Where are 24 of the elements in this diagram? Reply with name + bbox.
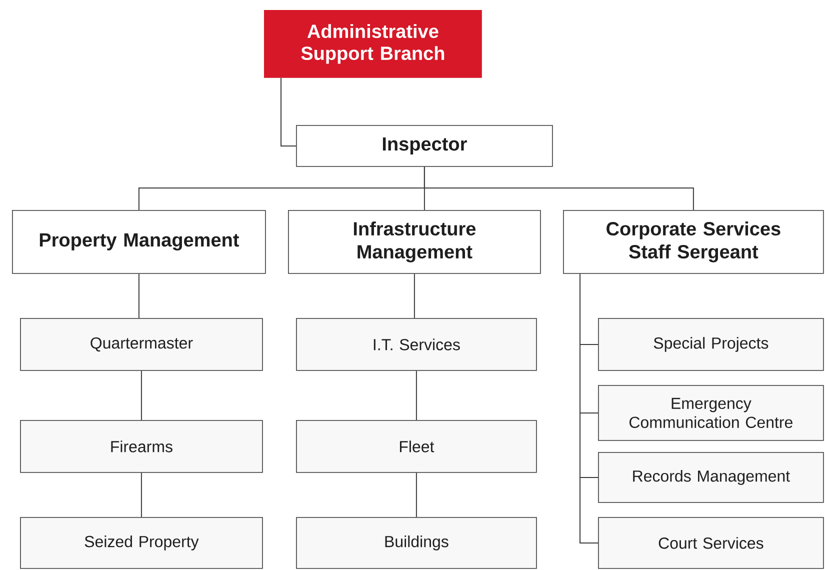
unit-box: Property Management <box>12 210 266 274</box>
section-box: Buildings <box>296 517 537 569</box>
branch-box: Administrative Support Branch <box>264 10 482 78</box>
connector-line <box>138 273 140 318</box>
section-box: Emergency Communication Centre <box>598 385 824 441</box>
section-box: Quartermaster <box>20 318 263 371</box>
connector-line <box>416 370 417 420</box>
unit-box: Infrastructure Management <box>288 210 541 274</box>
section-box: Seized Property <box>20 517 263 569</box>
connector-line <box>416 472 417 518</box>
connector-line <box>280 77 296 146</box>
section-box: I.T. Services <box>296 318 537 371</box>
connector-line <box>140 472 142 518</box>
connector-line <box>424 166 694 210</box>
unit-box: Inspector <box>296 125 553 167</box>
connector-line <box>580 273 598 544</box>
connector-line <box>414 273 415 318</box>
section-box: Special Projects <box>598 318 824 371</box>
section-box: Fleet <box>296 420 537 473</box>
connector-line <box>140 370 142 420</box>
section-box: Firearms <box>20 420 263 473</box>
unit-box: Corporate Services Staff Sergeant <box>563 210 824 274</box>
section-box: Records Management <box>598 452 824 503</box>
section-box: Court Services <box>598 517 824 569</box>
